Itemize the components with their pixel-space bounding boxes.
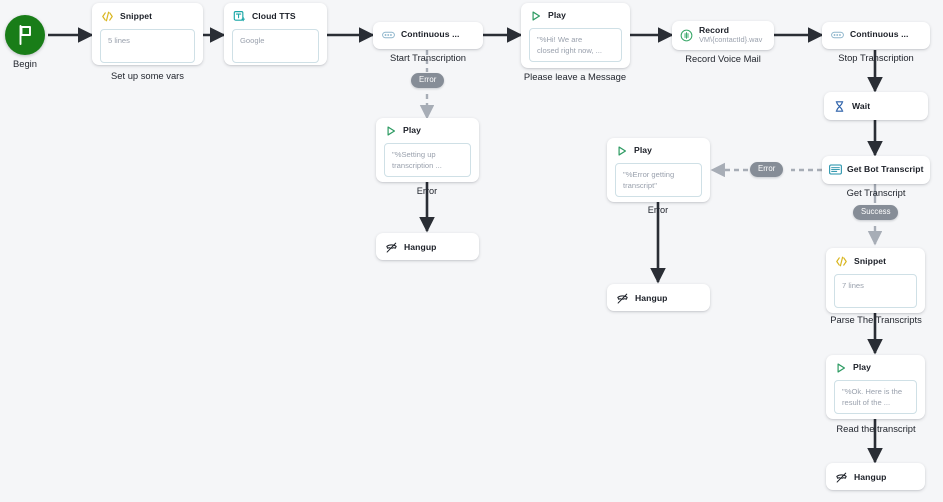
- node-body-play-greeting[interactable]: "%Hi! We are closed right now, ...: [529, 28, 622, 62]
- node-header: Play: [521, 3, 630, 28]
- node-cloud-tts[interactable]: Cloud TTS Google: [224, 3, 327, 65]
- caption-play-result: Read the transcript: [836, 423, 916, 434]
- node-play-result[interactable]: Play "%Ok. Here is the result of the ...: [826, 355, 925, 419]
- caption-start-transcription: Start Transcription: [389, 52, 467, 63]
- node-hangup-right[interactable]: Hangup: [826, 463, 925, 490]
- play-icon: [835, 362, 847, 374]
- caption-snippet-vars: Set up some vars: [111, 70, 184, 81]
- badge-get-bot-transcript-success[interactable]: Success: [853, 205, 899, 220]
- node-title: Play: [403, 125, 422, 136]
- caption-begin: Begin: [13, 58, 37, 69]
- node-play-transcript-error[interactable]: Play "%Error getting transcript": [607, 138, 710, 202]
- node-title: Hangup: [404, 241, 437, 252]
- hourglass-icon: [833, 100, 846, 113]
- play-icon: [616, 145, 628, 157]
- node-header: Record VM\{contactId}.wav: [672, 21, 774, 50]
- node-title: Hangup: [635, 292, 668, 303]
- node-title: Play: [634, 145, 653, 156]
- node-header: Continuous ...: [822, 22, 930, 48]
- badge-get-bot-transcript-error[interactable]: Error: [750, 162, 784, 177]
- node-body-cloud-tts[interactable]: Google: [232, 29, 319, 63]
- caption-record-voicemail: Record Voice Mail: [685, 53, 761, 64]
- begin-node[interactable]: [5, 15, 45, 55]
- node-body-snippet-parse[interactable]: 7 lines: [834, 274, 917, 308]
- node-snippet-vars[interactable]: Snippet 5 lines: [92, 3, 203, 65]
- hangup-icon: [385, 241, 398, 254]
- node-body-play-result[interactable]: "%Ok. Here is the result of the ...: [834, 380, 917, 414]
- play-icon: [385, 125, 397, 137]
- node-header: Continuous ...: [373, 22, 483, 48]
- node-title: Record: [699, 25, 730, 35]
- play-icon: [530, 10, 542, 22]
- node-title: Wait: [852, 100, 871, 111]
- node-record-voicemail[interactable]: Record VM\{contactId}.wav: [672, 21, 774, 50]
- node-title: Continuous ...: [850, 29, 909, 40]
- node-title: Cloud TTS: [252, 10, 296, 21]
- node-play-greeting[interactable]: Play "%Hi! We are closed right now, ...: [521, 3, 630, 68]
- node-header: Snippet: [92, 3, 203, 29]
- node-snippet-parse[interactable]: Snippet 7 lines: [826, 248, 925, 313]
- node-header: Hangup: [607, 284, 710, 313]
- node-title: Snippet: [854, 255, 887, 266]
- edge-label-transcript-error: Error: [647, 205, 669, 215]
- hangup-icon: [835, 471, 848, 484]
- code-icon: [101, 10, 114, 23]
- node-hangup-mid[interactable]: Hangup: [607, 284, 710, 311]
- node-title: Continuous ...: [401, 29, 460, 40]
- node-body-snippet-vars[interactable]: 5 lines: [100, 29, 195, 63]
- caption-get-bot-transcript: Get Transcript: [846, 187, 906, 198]
- node-start-transcription[interactable]: Continuous ...: [373, 22, 483, 49]
- node-header: Play: [826, 355, 925, 380]
- node-header: Play: [376, 118, 479, 143]
- node-header: Cloud TTS: [224, 3, 327, 29]
- node-body-play-setup-error[interactable]: "%Setting up transcription ...: [384, 143, 471, 177]
- flag-icon: [19, 25, 31, 45]
- node-title: Play: [853, 362, 872, 373]
- node-header: Snippet: [826, 248, 925, 274]
- node-title: Play: [548, 10, 567, 21]
- closed-caption-icon: [382, 30, 395, 40]
- node-subtitle: VM\{contactId}.wav: [699, 34, 763, 44]
- node-play-setup-error[interactable]: Play "%Setting up transcription ...: [376, 118, 479, 182]
- node-get-bot-transcript[interactable]: Get Bot Transcript: [822, 156, 930, 184]
- node-header: Get Bot Transcript: [822, 156, 930, 183]
- node-header: Wait: [824, 92, 928, 121]
- node-header: Play: [607, 138, 710, 163]
- transcript-card-icon: [829, 164, 842, 175]
- node-header: Hangup: [826, 463, 925, 492]
- node-title: Get Bot Transcript: [847, 163, 924, 174]
- record-icon: [680, 29, 693, 42]
- text-to-speech-icon: [233, 10, 246, 23]
- node-title: Hangup: [854, 471, 887, 482]
- node-wait[interactable]: Wait: [824, 92, 928, 120]
- hangup-icon: [616, 292, 629, 305]
- caption-stop-transcription: Stop Transcription: [838, 52, 914, 63]
- code-icon: [835, 255, 848, 268]
- node-body-play-transcript-error[interactable]: "%Error getting transcript": [615, 163, 702, 197]
- node-hangup-mid-left[interactable]: Hangup: [376, 233, 479, 260]
- closed-caption-icon: [831, 30, 844, 40]
- edge-label-setup-error: Error: [416, 186, 438, 196]
- node-title: Snippet: [120, 10, 153, 21]
- node-header: Hangup: [376, 233, 479, 262]
- caption-snippet-parse: Parse The Transcripts: [830, 314, 922, 325]
- badge-start-transcription-error[interactable]: Error: [411, 73, 445, 88]
- caption-play-greeting: Please leave a Message: [523, 71, 627, 82]
- node-stop-transcription[interactable]: Continuous ...: [822, 22, 930, 49]
